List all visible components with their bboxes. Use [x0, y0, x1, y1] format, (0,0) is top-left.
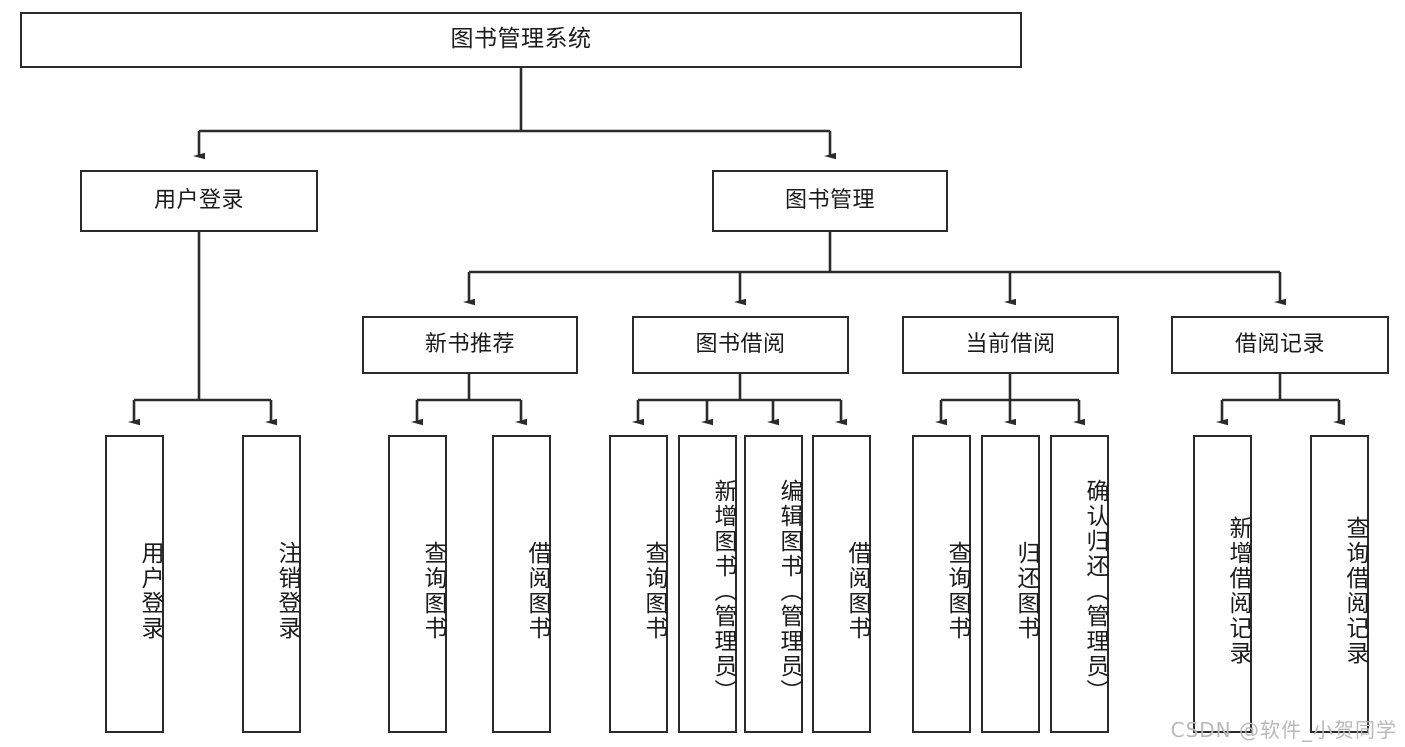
node-label: 借阅记录: [1234, 331, 1325, 357]
node-label: 查询借阅记录: [1342, 516, 1368, 666]
node-label: 当前借阅: [965, 331, 1056, 357]
node-label: 新增借阅记录: [1225, 516, 1251, 666]
node-leaf-confirm-return-admin[interactable]: 确认归还（管理员）: [1050, 435, 1109, 733]
node-label: 图书管理系统: [450, 26, 592, 53]
node-user-login[interactable]: 用户登录: [80, 170, 318, 232]
node-leaf-add-book-admin[interactable]: 新增图书（管理员）: [678, 435, 737, 733]
node-label: 图书借阅: [695, 331, 786, 357]
node-leaf-query-book-current[interactable]: 查询图书: [912, 435, 971, 733]
node-label: 查询图书: [641, 541, 667, 641]
node-leaf-query-borrow-record[interactable]: 查询借阅记录: [1310, 435, 1369, 733]
node-leaf-return-book[interactable]: 归还图书: [981, 435, 1040, 733]
node-root-book-management-system[interactable]: 图书管理系统: [20, 12, 1022, 68]
node-label: 新增图书（管理员）: [710, 478, 736, 704]
node-label: 借阅图书: [524, 541, 550, 641]
node-label: 用户登录: [153, 187, 244, 213]
node-leaf-user-login[interactable]: 用户登录: [105, 435, 164, 733]
node-current-borrow[interactable]: 当前借阅: [902, 316, 1119, 374]
node-label: 图书管理: [784, 187, 875, 213]
node-leaf-query-book-borrow[interactable]: 查询图书: [609, 435, 668, 733]
node-leaf-add-borrow-record[interactable]: 新增借阅记录: [1193, 435, 1252, 733]
node-new-book-recommend[interactable]: 新书推荐: [362, 316, 578, 374]
node-label: 归还图书: [1013, 541, 1039, 641]
node-label: 注销登录: [274, 541, 300, 641]
node-leaf-logout[interactable]: 注销登录: [242, 435, 301, 733]
node-label: 确认归还（管理员）: [1082, 478, 1108, 704]
node-leaf-query-book-recommend[interactable]: 查询图书: [388, 435, 447, 733]
node-label: 新书推荐: [424, 331, 515, 357]
node-label: 借阅图书: [844, 541, 870, 641]
node-label: 查询图书: [944, 541, 970, 641]
node-book-borrow[interactable]: 图书借阅: [632, 316, 849, 374]
node-leaf-borrow-book[interactable]: 借阅图书: [812, 435, 871, 733]
node-label: 用户登录: [137, 541, 163, 641]
node-label: 查询图书: [420, 541, 446, 641]
node-leaf-edit-book-admin[interactable]: 编辑图书（管理员）: [744, 435, 803, 733]
node-label: 编辑图书（管理员）: [776, 478, 802, 704]
node-leaf-borrow-book-recommend[interactable]: 借阅图书: [492, 435, 551, 733]
node-book-management[interactable]: 图书管理: [712, 170, 948, 232]
csdn-watermark: CSDN @软件_小贺同学: [1170, 718, 1397, 742]
node-borrow-record[interactable]: 借阅记录: [1171, 316, 1389, 374]
